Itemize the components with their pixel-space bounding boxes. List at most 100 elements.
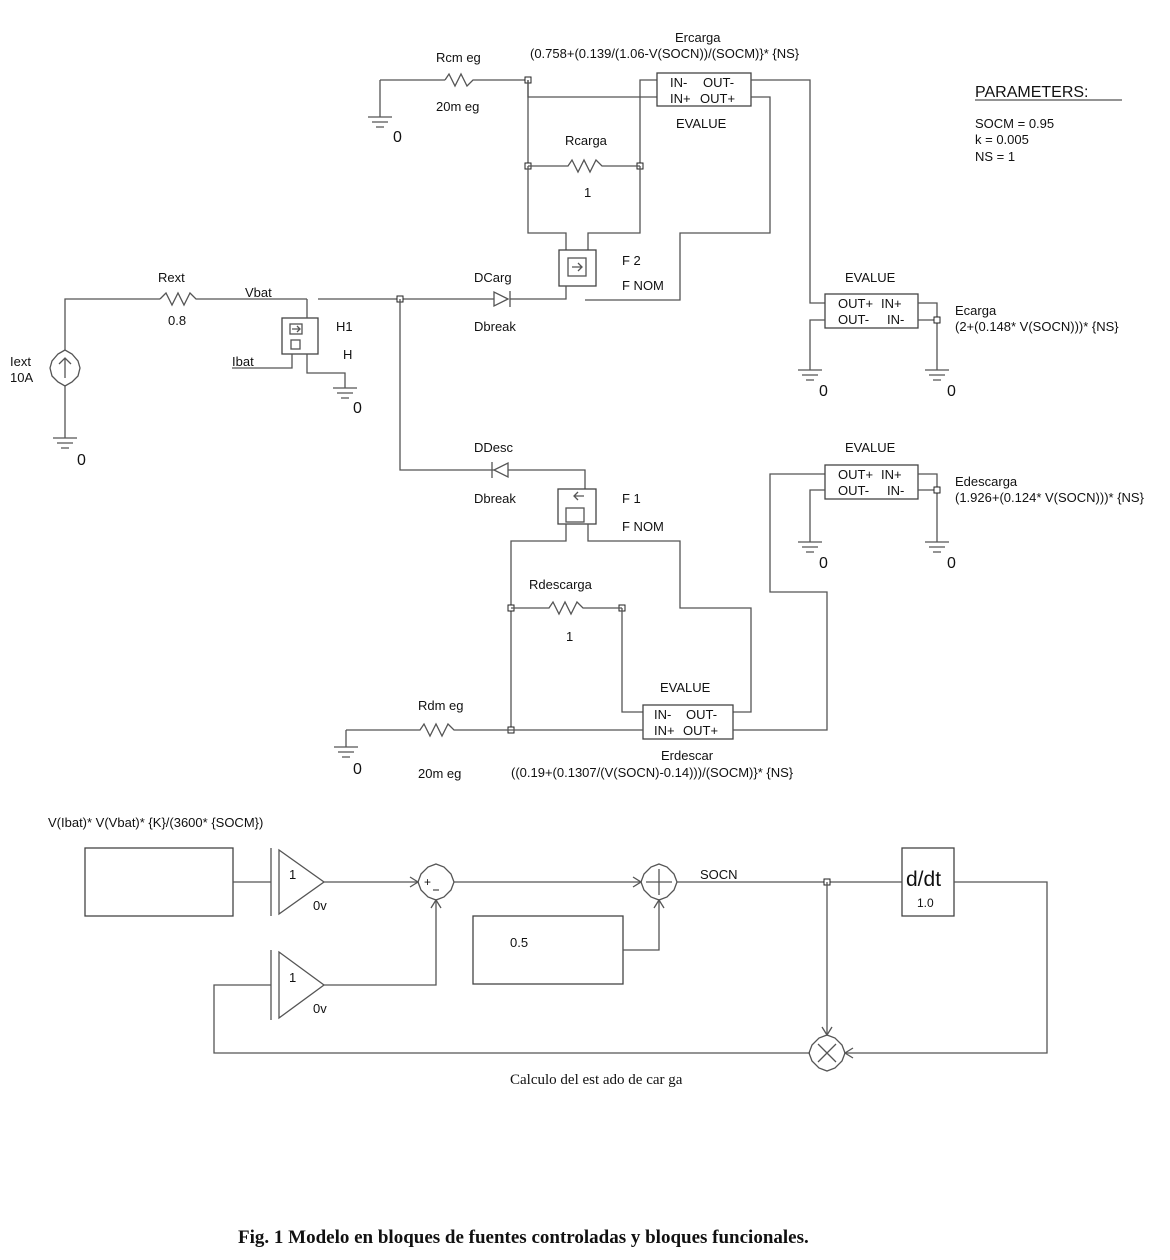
ddesc-model: Dbreak: [474, 491, 516, 506]
rcmeg-value: 20m eg: [436, 99, 479, 114]
rcarga-name: Rcarga: [565, 133, 608, 148]
param-socm: SOCM = 0.95: [975, 116, 1054, 131]
erdescar-evalue-label: EVALUE: [660, 680, 711, 695]
plus-sign: [646, 869, 672, 895]
edescarga-evalue: EVALUE OUT+ IN+ OUT- IN- 0 0 Edescarga (…: [798, 440, 1145, 572]
ercarga-evalue-label: EVALUE: [676, 116, 727, 131]
rdmeg-value: 20m eg: [418, 766, 461, 781]
pin-label: IN-: [670, 75, 687, 90]
gain2-offset: 0v: [313, 1001, 327, 1016]
f2-sense: [567, 257, 587, 277]
h1-name: H1: [336, 319, 353, 334]
vbat-label: Vbat: [245, 285, 272, 300]
gain1-block: [270, 848, 326, 916]
ground-symbol: [53, 437, 77, 449]
ecarga-evalue-label: EVALUE: [845, 270, 896, 285]
rcarga-resistor: [528, 158, 640, 174]
ground-label: 0: [353, 400, 362, 417]
wire: [306, 354, 346, 388]
constant-block: [472, 915, 624, 985]
param-k: k = 0.005: [975, 132, 1029, 147]
node: [933, 486, 941, 494]
ground-symbol: [334, 730, 358, 758]
f2-value: F NOM: [622, 278, 664, 293]
h1-sense: [289, 323, 303, 335]
pin-label: IN+: [881, 296, 902, 311]
block-diagram-caption: Calculo del est ado de car ga: [510, 1072, 683, 1088]
iext-name: Iext: [10, 354, 31, 369]
source-section: Iext 10A 0 Rext 0.8 Vbat Ibat 0 H1 H: [10, 270, 494, 471]
ecarga-expression: (2+(0.148* V(SOCN)))* {NS}: [955, 319, 1119, 334]
wire: [639, 79, 657, 166]
rext-value: 0.8: [168, 313, 186, 328]
ground-label: 0: [947, 555, 956, 572]
expression-block: [84, 847, 234, 917]
derivative-block: [901, 847, 955, 917]
pin-label: IN+: [670, 91, 691, 106]
soc-block-diagram: V(Ibat)* V(Vbat)* {K}/(3600* {SOCM}) 1 0…: [48, 815, 1048, 1088]
ddt-label: d/dt: [906, 868, 941, 891]
edescarga-evalue-label: EVALUE: [845, 440, 896, 455]
iext-value: 10A: [10, 370, 33, 385]
charge-branch: 0 Rcm eg 20m eg Ercarga (0.758+(0.139/(1…: [368, 30, 825, 334]
f1-value: F NOM: [622, 519, 664, 534]
wire: [751, 79, 825, 304]
ground-label: 0: [393, 129, 402, 146]
pin-label: OUT-: [686, 707, 717, 722]
ground-label: 0: [353, 761, 362, 778]
ground-symbol: [798, 369, 822, 381]
wire: [587, 166, 641, 252]
gain1-offset: 0v: [313, 898, 327, 913]
wire: [918, 302, 938, 370]
pin-label: OUT+: [683, 723, 718, 738]
wire: [587, 524, 752, 713]
edescarga-expression: (1.926+(0.124* V(SOCN)))* {NS}: [955, 490, 1145, 505]
h1-out: [290, 339, 301, 350]
ground-symbol: [333, 387, 357, 399]
h1-value: H: [343, 347, 352, 362]
f2-name: F 2: [622, 253, 641, 268]
dcarg-name: DCarg: [474, 270, 512, 285]
ecarga-evalue: EVALUE OUT+ IN+ OUT- IN- 0 0 Ecarga (2+(…: [798, 270, 1119, 400]
f1-name: F 1: [622, 491, 641, 506]
ground-label: 0: [819, 555, 828, 572]
wire: [399, 299, 494, 471]
wire: [809, 489, 825, 542]
wire: [510, 524, 567, 730]
rdescarga-value: 1: [566, 629, 573, 644]
wire: [508, 469, 586, 489]
pin-label: OUT-: [838, 312, 869, 327]
parameters-block: PARAMETERS: SOCM = 0.95 k = 0.005 NS = 1: [975, 84, 1122, 164]
pin-label: IN-: [654, 707, 671, 722]
rext-resistor: [159, 291, 307, 307]
erdescar-expression: ((0.19+(0.1307/(V(SOCN)-0.14)))/(SOCM)}*…: [511, 765, 794, 780]
wire: [623, 900, 660, 951]
ddt-value: 1.0: [917, 896, 934, 910]
rdmeg-name: Rdm eg: [418, 698, 464, 713]
multiply-junction: [808, 1034, 846, 1072]
pin-label: OUT-: [703, 75, 734, 90]
wire: [527, 80, 657, 98]
ibat-label: Ibat: [232, 354, 254, 369]
wire: [527, 166, 567, 252]
wire: [918, 473, 938, 542]
gain1-value: 1: [289, 867, 296, 882]
ground-symbol: [925, 541, 949, 553]
ground-label: 0: [819, 383, 828, 400]
dcarg-model: Dbreak: [474, 319, 516, 334]
edescarga-evalue-block: [824, 464, 919, 500]
ground-label: 0: [77, 452, 86, 469]
socn-label: SOCN: [700, 867, 738, 882]
multiply-sign: [817, 1043, 837, 1063]
wire: [585, 96, 771, 301]
ground-symbol: [925, 369, 949, 381]
erdescar-evalue-block: [642, 704, 734, 740]
h1-arrow-icon: [292, 325, 301, 333]
expression-label: V(Ibat)* V(Vbat)* {K}/(3600* {SOCM}): [48, 815, 263, 830]
wire: [733, 473, 828, 731]
f1-sense: [565, 507, 585, 523]
wire: [809, 319, 825, 370]
ddesc-name: DDesc: [474, 440, 514, 455]
f1-source: [557, 488, 597, 525]
